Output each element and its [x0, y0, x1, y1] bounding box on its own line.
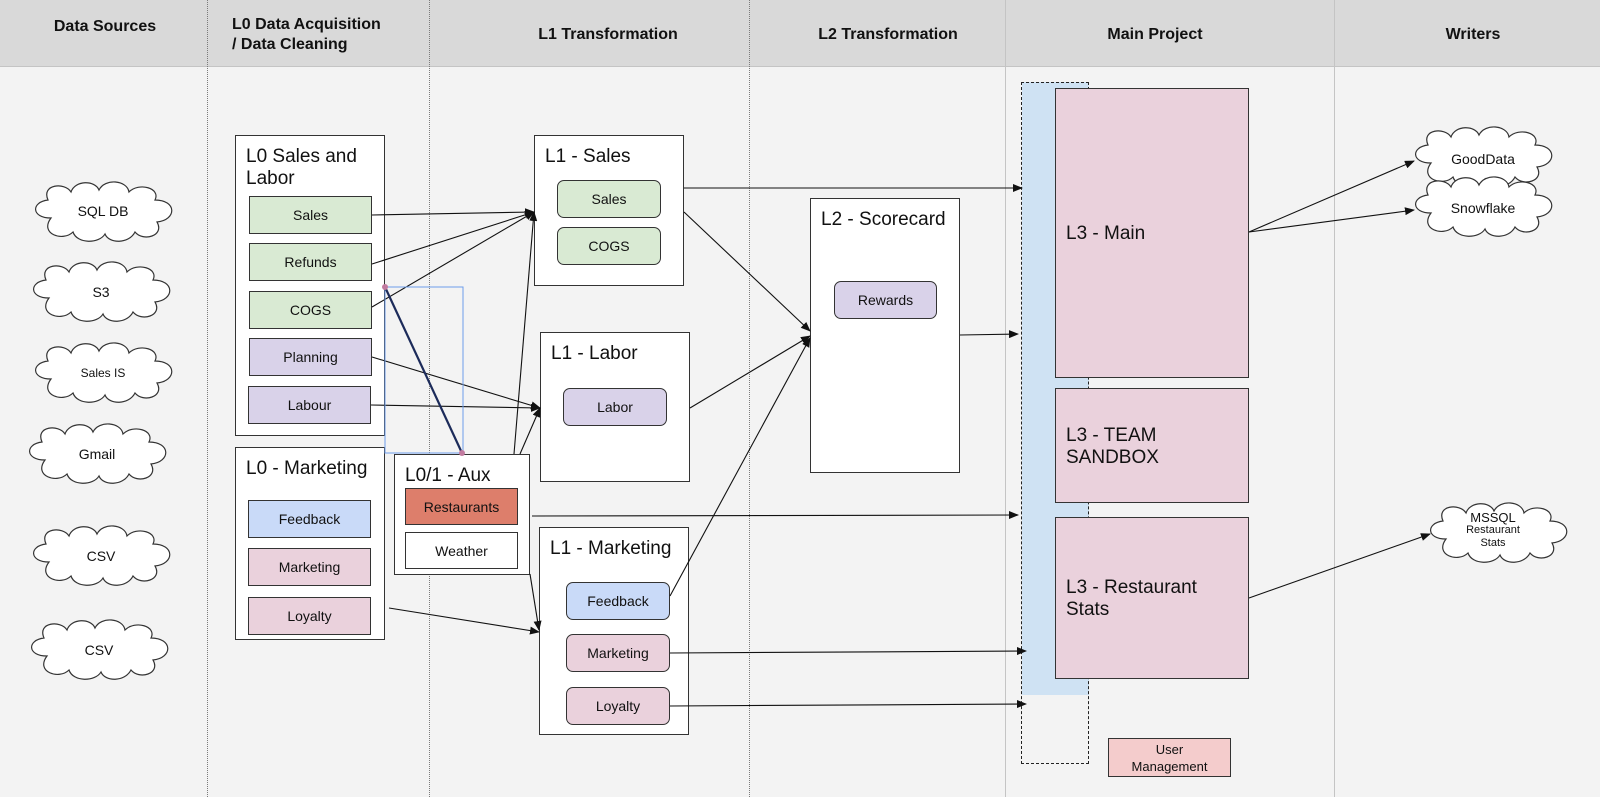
arrow-labour-to-l1-labor [370, 403, 541, 412]
arrow-l1-loyalty-to-main [669, 700, 1027, 709]
l0-sales-item[interactable]: Sales [249, 196, 372, 234]
team-line1: L3 - TEAM [1066, 425, 1157, 446]
arrow-main-to-snowflake [1248, 207, 1415, 233]
header-l0: L0 Data Acquisition / Data Cleaning [232, 15, 422, 55]
mssql-line3: Stats [1480, 537, 1506, 549]
l0-sales-labor-box[interactable]: L0 Sales and Labor [235, 135, 385, 436]
stats-line1: L3 - Restaurant [1066, 577, 1197, 598]
l1-feedback-item[interactable]: Feedback [566, 582, 670, 620]
arrow-l1-feedback-to-l2 [669, 337, 811, 597]
l1-cogs-item[interactable]: COGS [557, 227, 661, 265]
team-line2: SANDBOX [1066, 447, 1159, 468]
source-label: Gmail [78, 446, 116, 462]
header-l2: L2 Transformation [818, 26, 958, 43]
arrow-l0-marketing-to-l1-marketing [388, 607, 540, 635]
header-data-sources: Data Sources [53, 18, 157, 35]
user-mgmt-line1: User [1155, 741, 1184, 757]
l1-labor-item[interactable]: Labor [563, 388, 667, 426]
title-line2: Labor [246, 168, 295, 189]
source-label: SQL DB [77, 203, 129, 219]
mssql-line1: MSSQL [1470, 510, 1516, 525]
user-mgmt-line2: Management [1131, 758, 1208, 774]
arrow-aux-to-main [531, 511, 1019, 520]
l3-stats-title: L3 - Restaurant Stats [1066, 577, 1197, 621]
stats-line2: Stats [1066, 599, 1110, 620]
arrow-cogs-to-l1-sales [371, 211, 535, 308]
header-l0-line2: / Data Cleaning [232, 36, 348, 53]
l01-aux-title: L0/1 - Aux [405, 465, 491, 486]
l0-cogs-item[interactable]: COGS [249, 291, 372, 329]
column-divider [1005, 0, 1006, 797]
arrow-aux-to-l1-sales [513, 211, 538, 455]
header-writers: Writers [1445, 26, 1501, 43]
l2-rewards-item[interactable]: Rewards [834, 281, 937, 319]
aux-weather-item[interactable]: Weather [405, 532, 518, 569]
writer-gooddata-label: GoodData [1451, 151, 1515, 167]
selection-handle[interactable] [382, 284, 388, 290]
column-divider [749, 0, 750, 797]
header-l0-line1: L0 Data Acquisition [232, 16, 381, 33]
l0-sales-labor-title: L0 Sales and Labor [246, 146, 357, 190]
source-label: Sales IS [80, 366, 126, 380]
l0-marketing-item[interactable]: Marketing [248, 548, 371, 586]
writer-snowflake-label: Snowflake [1450, 200, 1516, 216]
l0-planning-item[interactable]: Planning [249, 338, 372, 376]
l1-loyalty-item[interactable]: Loyalty [566, 687, 670, 725]
l0-marketing-title: L0 - Marketing [246, 458, 368, 479]
l1-sales-item[interactable]: Sales [557, 180, 661, 218]
selection-handle[interactable] [459, 450, 465, 456]
l3-restaurant-stats-box[interactable]: L3 - Restaurant Stats [1055, 517, 1249, 679]
source-label: CSV [84, 642, 114, 658]
l3-team-title: L3 - TEAM SANDBOX [1066, 425, 1159, 469]
l0-loyalty-item[interactable]: Loyalty [248, 597, 371, 635]
header-band [0, 0, 1600, 67]
header-main-project: Main Project [1107, 26, 1203, 43]
l0-refunds-item[interactable]: Refunds [249, 243, 372, 281]
l1-sales-title: L1 - Sales [545, 146, 631, 167]
l0-labour-item[interactable]: Labour [248, 386, 371, 424]
l2-scorecard-box[interactable]: L2 - Scorecard [810, 198, 960, 473]
l1-marketing-title: L1 - Marketing [550, 538, 672, 559]
source-label: S3 [92, 284, 110, 300]
source-label: CSV [86, 548, 116, 564]
arrow-l1-marketing-to-main [669, 647, 1027, 656]
l1-marketing-item[interactable]: Marketing [566, 634, 670, 672]
arrow-aux-to-l1-labor [519, 407, 541, 455]
arrow-l1-labor-to-l2 [689, 335, 811, 409]
user-management-box[interactable]: User Management [1108, 738, 1231, 777]
arrow-main-to-gooddata [1248, 160, 1415, 233]
l3-main-box[interactable]: L3 - Main [1055, 88, 1249, 378]
selection-box[interactable] [384, 286, 464, 454]
arrow-planning-to-l1-labor [371, 356, 541, 410]
arrow-refunds-to-l1-sales [371, 210, 535, 265]
arrow-stats-to-mssql [1248, 533, 1431, 599]
selected-connector[interactable] [384, 286, 463, 454]
title-line1: L0 Sales and [246, 146, 357, 167]
l0-feedback-item[interactable]: Feedback [248, 500, 371, 538]
l3-main-title: L3 - Main [1066, 223, 1146, 244]
writer-mssql-label: MSSQL Restaurant Stats [1430, 511, 1556, 550]
header-l1: L1 Transformation [538, 26, 678, 43]
column-divider [429, 0, 430, 797]
column-divider [207, 0, 208, 797]
arrow-l1-sales-to-l2 [683, 211, 811, 332]
l2-scorecard-title: L2 - Scorecard [821, 209, 946, 230]
l1-marketing-box[interactable]: L1 - Marketing [539, 527, 689, 735]
l1-labor-title: L1 - Labor [551, 343, 638, 364]
arrow-l2-to-main [959, 330, 1019, 339]
arrow-l0-sales-to-l1-sales [371, 208, 535, 217]
arrow-aux-to-l1-marketing [529, 573, 542, 631]
mssql-line2: Restaurant [1466, 524, 1520, 536]
column-divider [1334, 0, 1335, 797]
aux-restaurants-item[interactable]: Restaurants [405, 488, 518, 525]
l3-team-sandbox-box[interactable]: L3 - TEAM SANDBOX [1055, 388, 1249, 503]
